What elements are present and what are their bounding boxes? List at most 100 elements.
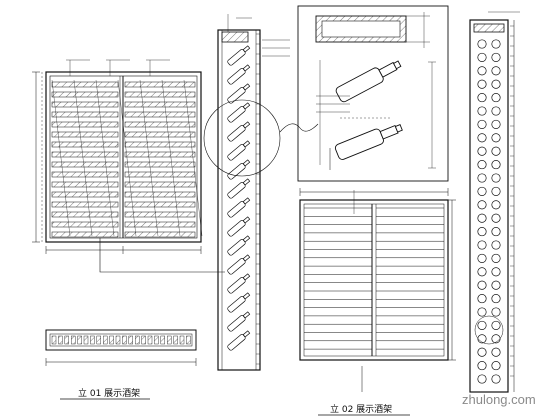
bottle-hole	[477, 307, 487, 317]
rack-slat	[124, 231, 196, 238]
bottle-hole	[477, 294, 487, 304]
bottle-hole	[491, 106, 501, 116]
bottle-hole	[477, 374, 487, 384]
rack-elevation-1	[32, 59, 225, 273]
bottle-hole	[477, 213, 487, 223]
wine-bottle	[227, 330, 251, 351]
bottle-hole	[477, 146, 487, 156]
watermark-text: zhulong.com	[462, 392, 536, 407]
rack-slat	[124, 141, 196, 148]
rack-slat	[124, 81, 196, 88]
bottle-hole	[491, 66, 501, 76]
wine-bottle	[227, 254, 251, 275]
rack-section-column	[203, 14, 319, 371]
wine-bottle	[227, 64, 251, 85]
rack-slat	[124, 201, 196, 208]
bottle-detail-view	[297, 5, 449, 182]
bottle-hole	[477, 240, 487, 250]
wine-bottle	[227, 121, 251, 142]
bottle-hole	[491, 320, 501, 330]
rack-slat	[51, 81, 119, 88]
rack-slat	[51, 91, 119, 98]
rack-slat	[124, 91, 196, 98]
bottle-hole	[491, 146, 501, 156]
rack-slat	[124, 111, 196, 118]
bottle-hole	[491, 160, 501, 170]
rack-slats	[304, 207, 444, 350]
wine-bottle	[227, 178, 251, 199]
wine-bottle	[227, 140, 251, 161]
bottle-hole	[477, 347, 487, 357]
rack-slat	[124, 181, 196, 188]
bottle-hole	[477, 227, 487, 237]
bottle-hole	[491, 79, 501, 89]
wine-bottle	[227, 159, 251, 180]
wine-bottles	[227, 45, 251, 351]
rack-slat	[51, 191, 119, 198]
rack-slat	[124, 101, 196, 108]
bottle-hole	[477, 66, 487, 76]
rack-slat	[51, 161, 119, 168]
rack-slat	[51, 111, 119, 118]
bottle-hole	[477, 253, 487, 263]
rack-slats	[51, 79, 203, 238]
bottle-hole	[491, 240, 501, 250]
bottle-hole	[491, 173, 501, 183]
bottle-hole	[491, 374, 501, 384]
bottle-hole	[477, 334, 487, 344]
rack-slat	[124, 161, 196, 168]
bottle-hole	[491, 52, 501, 62]
bottle-hole	[477, 133, 487, 143]
bottle-hole	[491, 133, 501, 143]
rack-slat	[51, 131, 119, 138]
bottle-hole	[491, 253, 501, 263]
wine-bottle	[227, 292, 251, 313]
bottle-hole	[491, 307, 501, 317]
rack-slat	[124, 221, 196, 228]
bottle-hole	[477, 186, 487, 196]
bottle-hole	[477, 79, 487, 89]
caption-front-view-1: 立 01 展示酒架	[78, 387, 140, 399]
rack-elevation-2	[299, 188, 456, 392]
bottle-hole	[477, 160, 487, 170]
rack-slat	[124, 151, 196, 158]
rack-slat	[124, 171, 196, 178]
bottle-hole	[491, 213, 501, 223]
bottle-hole	[491, 186, 501, 196]
rack-slat	[51, 141, 119, 148]
rack-slat	[51, 181, 119, 188]
bottle-hole	[477, 52, 487, 62]
bottle-hole	[491, 334, 501, 344]
bottle-hole	[491, 200, 501, 210]
bottle-hole	[491, 39, 501, 49]
wine-bottle	[227, 235, 251, 256]
bottle-hole	[477, 361, 487, 371]
bottle-hole	[477, 106, 487, 116]
bottle-hole	[477, 39, 487, 49]
wine-bottle	[227, 273, 251, 294]
rack-plan-strip	[45, 329, 197, 366]
bottle-hole	[477, 200, 487, 210]
bottle-hole	[491, 347, 501, 357]
wine-bottle	[227, 83, 251, 104]
bottle-hole	[491, 93, 501, 103]
bottle-hole	[491, 361, 501, 371]
bottle-hole	[477, 320, 487, 330]
bottle-hole	[491, 294, 501, 304]
rack-slat	[51, 101, 119, 108]
bottle-hole	[491, 280, 501, 290]
wine-bottle	[227, 102, 251, 123]
caption-front-view-2: 立 02 展示酒架	[330, 403, 392, 415]
bottle-hole	[477, 267, 487, 277]
rack-slat	[124, 191, 196, 198]
bottle-hole	[477, 173, 487, 183]
wine-bottle	[227, 197, 251, 218]
bottle-hole	[477, 119, 487, 129]
rack-slat	[51, 211, 119, 218]
bottle-hole	[477, 93, 487, 103]
rack-slat	[51, 231, 119, 238]
rack-slat	[51, 121, 119, 128]
wine-bottle	[227, 311, 251, 332]
